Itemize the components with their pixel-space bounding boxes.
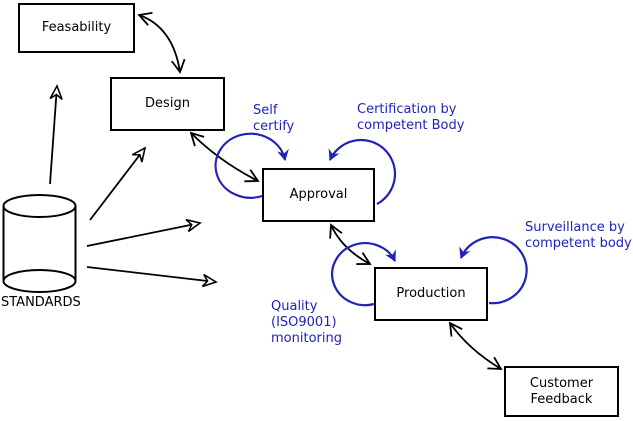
arrow-design-approval (189, 131, 260, 183)
loop-certification (328, 138, 397, 205)
annotation-certification-by-competent-body: Certification by competent Body (357, 102, 465, 133)
node-approval-label: Approval (289, 187, 348, 202)
node-production-label: Production (396, 286, 466, 301)
arrow-feasability-design (137, 11, 186, 74)
node-design-label: Design (145, 96, 190, 111)
node-feasability-label: Feasability (41, 20, 112, 35)
standards-label: STANDARDS (1, 295, 81, 310)
arrow-approval-production (329, 223, 372, 265)
annotation-quality-iso9001-monitoring: Quality (ISO9001) monitoring (271, 299, 342, 346)
arrow-standards-to-feasability (49, 84, 63, 185)
loop-quality-monitoring (331, 242, 396, 307)
arrow-production-customer-feedback (448, 321, 503, 370)
loop-surveillance (459, 236, 528, 305)
arrow-standards-to-design (89, 146, 147, 221)
arrow-standards-to-approval (86, 218, 202, 247)
annotation-self-certify: Self certify (253, 103, 295, 134)
node-customer-feedback-label: Customer Feedback (529, 375, 594, 407)
node-customer-feedback: Customer Feedback (504, 366, 619, 417)
loop-self-certify (214, 132, 289, 199)
annotation-surveillance-by-competent-body: Surveillance by competent body (525, 220, 632, 251)
node-design: Design (110, 77, 225, 131)
node-production: Production (374, 267, 488, 321)
node-feasability: Feasability (18, 3, 135, 53)
node-approval: Approval (262, 168, 375, 222)
arrow-standards-to-production (86, 266, 218, 288)
standards-cylinder-shape (2, 194, 77, 293)
